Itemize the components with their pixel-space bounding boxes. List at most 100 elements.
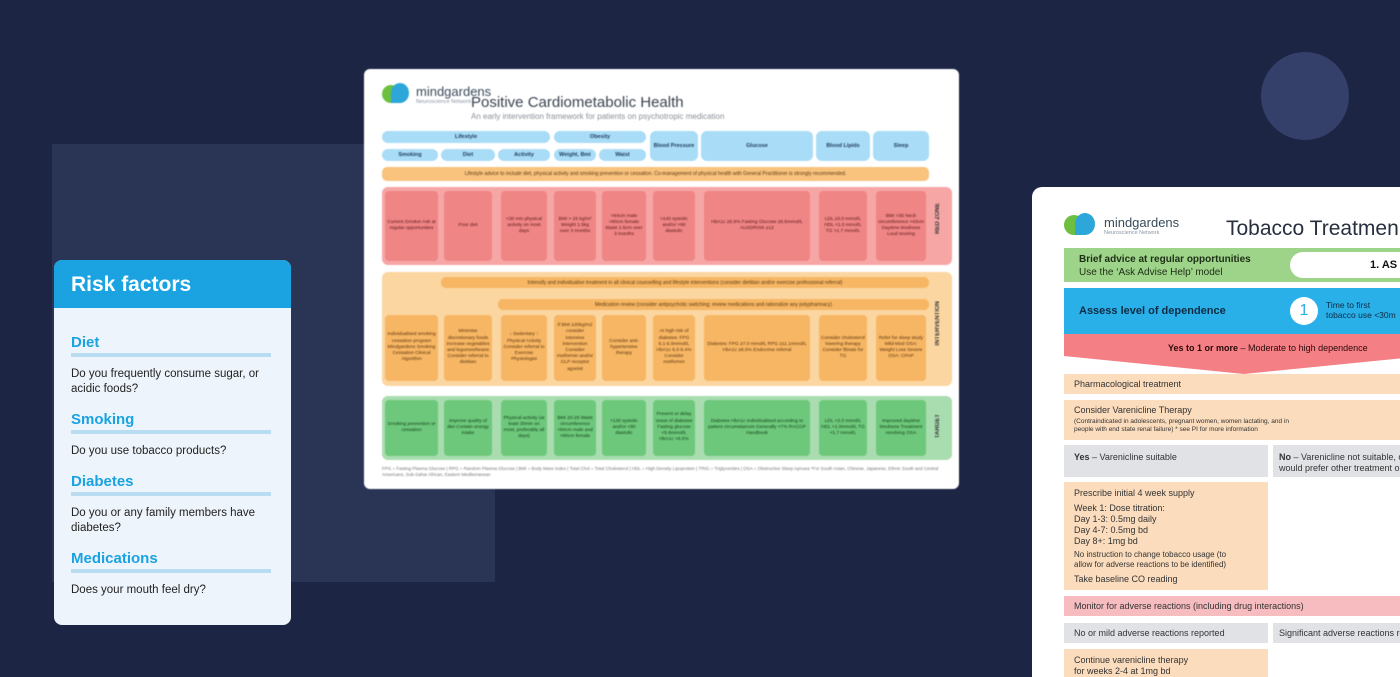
- mindgardens-logo: mindgardens Neuroscience Network: [382, 83, 491, 105]
- prescribe-box: Prescribe initial 4 week supply Week 1: …: [1064, 482, 1268, 590]
- dose-day8: Day 8+: 1mg bd: [1074, 536, 1138, 546]
- intervention-cell: Refer for sleep study Mild-Mod OSA: Weig…: [876, 315, 926, 381]
- risk-factors-title: Risk factors: [54, 260, 291, 308]
- continue-line-1: Continue varenicline therapy: [1074, 655, 1189, 665]
- continue-line-2: for weeks 2-4 at 1mg bd: [1074, 666, 1171, 676]
- monitor-label: Monitor for adverse reactions (including…: [1074, 601, 1304, 611]
- target-cell: BMI 20-25 Waist circumference <94cm male…: [554, 400, 596, 456]
- divider: [71, 430, 271, 434]
- target-cell: Smoking prevention or cessation: [385, 400, 438, 456]
- no-text: – Varenicline not suitable, o: [1291, 452, 1400, 462]
- red-zone-cell: HbA1c ≥5.8% Fasting Glucose ≥5.6mmol/L A…: [704, 191, 810, 261]
- arrow-shape: [1064, 334, 1400, 374]
- header-weight: Weight, Bmi: [554, 149, 596, 161]
- risk-section-diet: Diet Do you frequently consume sugar, or…: [71, 334, 271, 397]
- intervention-cell: Diabetes: FPG ≥7.0 mmol/L RPG ≥11.1mmol/…: [704, 315, 810, 381]
- intervention-bar: Intensify and individualise treatment in…: [441, 277, 929, 288]
- step-ask-pill: 1. AS: [1290, 252, 1400, 278]
- red-zone-cell: Current Smoker Ask at regular opportunit…: [385, 191, 438, 261]
- tobacco-treatment-document: mindgardens Neuroscience Network Tobacco…: [1032, 187, 1400, 677]
- red-zone-cell: BMI > 25 kg/m² Weight 1.5kg over 3 month…: [554, 191, 596, 261]
- baseline-co: Take baseline CO reading: [1074, 574, 1178, 584]
- assess-dependence-box: Assess level of dependence 1 Time to fir…: [1064, 288, 1400, 334]
- no-label: No: [1279, 452, 1291, 462]
- varenicline-suitable-box: Yes – Varenicline suitable: [1064, 445, 1268, 477]
- brief-advice-box: Brief advice at regular opportunities Us…: [1064, 248, 1400, 282]
- continue-box: Continue varenicline therapy for weeks 2…: [1064, 649, 1268, 677]
- contraindication-line-2: people with end state renal failure) * s…: [1074, 426, 1258, 433]
- intervention-cell: If BMI ≥30kg/m2 consider intensive inter…: [554, 315, 596, 381]
- red-zone-cell: >94cm male >80cm female Waist 1-5cm over…: [602, 191, 646, 261]
- mindgardens-logo: mindgardens Neuroscience Network: [1064, 213, 1179, 237]
- logo-subtitle: Neuroscience Network: [1104, 229, 1160, 236]
- header-blood-lipids: Blood Lipids: [816, 131, 870, 161]
- risk-question: Do you or any family members have diabet…: [71, 507, 256, 534]
- red-zone-cell: Poor diet: [444, 191, 492, 261]
- target-cell: Prevent or delay onset of diabetes Fasti…: [653, 400, 695, 456]
- mindgardens-logo-icon: [1064, 213, 1100, 237]
- instruction-line-1: No instruction to change tobacco usage (…: [1074, 550, 1227, 559]
- yes-label: Yes: [1074, 452, 1090, 462]
- time-to-first-use: Time to first tobacco use <30m: [1326, 300, 1396, 320]
- prescribe-title: Prescribe initial 4 week supply: [1074, 488, 1195, 498]
- red-zone-cell: LDL ≥3.0 mmol/L HDL <1.0 mmol/L TG >1.7 …: [819, 191, 867, 261]
- no-mild-label: No or mild adverse reactions reported: [1074, 628, 1225, 638]
- risk-question: Does your mouth feel dry?: [71, 584, 206, 596]
- red-zone-cell: BMI >35 Neck circumference >43cm Daytime…: [876, 191, 926, 261]
- lifestyle-advice-bar: Lifestyle advice to include diet, physic…: [382, 167, 929, 181]
- risk-factors-card: Risk factors Diet Do you frequently cons…: [54, 260, 291, 625]
- intervention-cell: At high risk of diabetes: FPG 6.1-6.9mmo…: [653, 315, 695, 381]
- risk-section-title: Smoking: [71, 411, 135, 428]
- risk-section-smoking: Smoking Do you use tobacco products?: [71, 411, 271, 459]
- header-blood-pressure: Blood Pressure: [650, 131, 698, 161]
- significant-reactions-box: Significant adverse reactions re: [1273, 623, 1400, 643]
- varenicline-title: Consider Varenicline Therapy: [1074, 405, 1192, 415]
- dependence-yes-label: Yes to 1 or more: [1168, 343, 1239, 353]
- dependence-arrow: Yes to 1 or more – Moderate to high depe…: [1064, 334, 1400, 374]
- red-zone-cell: <30 min physical activity on most days: [501, 191, 547, 261]
- dependence-level: – Moderate to high dependence: [1238, 343, 1368, 353]
- dose-day1-3: Day 1-3: 0.5mg daily: [1074, 514, 1157, 524]
- risk-question: Do you frequently consume sugar, or acid…: [71, 368, 259, 395]
- risk-section-title: Medications: [71, 550, 158, 567]
- cardiometabolic-document: mindgardens Neuroscience Network Positiv…: [364, 69, 959, 489]
- target-cell: Improve quality of diet Contain energy i…: [444, 400, 492, 456]
- time-line-2: tobacco use <30m: [1326, 310, 1396, 320]
- dose-week1: Week 1: Dose titration:: [1074, 503, 1165, 513]
- varenicline-not-suitable-box: No – Varenicline not suitable, o would p…: [1273, 445, 1400, 477]
- significant-label: Significant adverse reactions re: [1279, 628, 1400, 638]
- pharmacological-label: Pharmacological treatment: [1074, 379, 1182, 389]
- brief-advice-title: Brief advice at regular opportunities: [1079, 254, 1251, 265]
- step-number-circle: 1: [1290, 297, 1318, 325]
- time-line-1: Time to first: [1326, 300, 1371, 310]
- intervention-cell: Consider cholesterol lowering therapy Co…: [819, 315, 867, 381]
- dependence-result: Yes to 1 or more – Moderate to high depe…: [1168, 343, 1368, 353]
- target-cell: LDL <2.0 mmol/L HDL >1.0mmol/L TG <1.7 m…: [819, 400, 867, 456]
- header-waist: Waist: [599, 149, 646, 161]
- document-title: Tobacco Treatmen: [1226, 217, 1399, 240]
- header-diet: Diet: [441, 149, 495, 161]
- pharmacological-row: Pharmacological treatment: [1064, 374, 1400, 394]
- target-cell: Improved daytime tiredness Treatment res…: [876, 400, 926, 456]
- contraindication-line-1: (Contraindicated in adolescents, pregnan…: [1074, 418, 1289, 425]
- dose-day4-7: Day 4-7: 0.5mg bd: [1074, 525, 1149, 535]
- header-sleep: Sleep: [873, 131, 929, 161]
- decorative-circle: [1261, 52, 1349, 140]
- yes-text: – Varenicline suitable: [1089, 452, 1177, 462]
- logo-name: mindgardens: [1104, 214, 1180, 230]
- divider: [71, 569, 271, 573]
- red-zone-cell: >140 systolic and/or >90 diastolic: [653, 191, 695, 261]
- header-glucose: Glucose: [701, 131, 813, 161]
- risk-section-title: Diabetes: [71, 473, 134, 490]
- monitor-row: Monitor for adverse reactions (including…: [1064, 596, 1400, 616]
- assess-dependence-title: Assess level of dependence: [1079, 305, 1226, 317]
- header-obesity: Obesity: [554, 131, 646, 143]
- header-lifestyle: Lifestyle: [382, 131, 550, 143]
- no-text-line-2: would prefer other treatment op: [1279, 463, 1400, 473]
- header-activity: Activity: [498, 149, 550, 161]
- header-smoking: Smoking: [382, 149, 438, 161]
- mindgardens-logo-icon: [382, 83, 412, 105]
- red-zone-label: RED ZONE: [935, 203, 941, 235]
- target-label: TARGET: [935, 414, 941, 439]
- instruction-line-2: allow for adverse reactions to be identi…: [1074, 560, 1227, 569]
